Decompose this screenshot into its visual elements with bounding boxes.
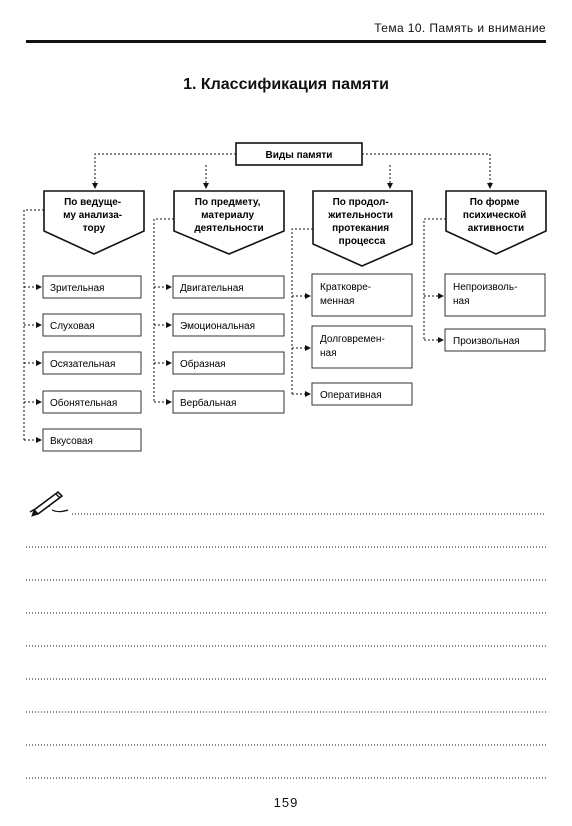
item-label: Зрительная xyxy=(50,283,104,294)
branch-connectors xyxy=(23,209,446,443)
item-label: Обонятельная xyxy=(50,397,117,409)
item-label: Образная xyxy=(180,358,226,370)
category-head-activity-line: материалу xyxy=(201,210,254,221)
running-header: Тема 10. Память и внимание xyxy=(374,21,546,35)
item-box: Обонятельная xyxy=(42,390,142,414)
category-head-duration-line: процесса xyxy=(339,236,386,247)
item-label: ная xyxy=(453,296,470,307)
svg-text:Кратковре- менная: Кратковре- менная xyxy=(320,282,374,307)
category-head-analyzer-line: По ведуще- xyxy=(64,197,121,208)
item-label: Слуховая xyxy=(50,321,95,332)
item-label: Непроизволь- xyxy=(453,282,517,293)
item-label: Долговремен- xyxy=(320,334,385,345)
item-box: Зрительная xyxy=(42,275,142,299)
svg-text:Непроизволь- ная: Непроизволь- ная xyxy=(453,282,520,307)
category-head-activity-line: По предмету, xyxy=(195,197,261,208)
category-head-psychic: По форме психической активности xyxy=(445,190,547,255)
item-box: Непроизволь- ная xyxy=(444,273,546,317)
item-label: Эмоциональная xyxy=(180,321,255,332)
item-label: менная xyxy=(320,296,354,307)
item-box: Произвольная xyxy=(444,328,546,352)
category-head-duration-line: жительности xyxy=(327,210,393,221)
svg-text:По предмету, материалу: По предмету, материалу деятельности xyxy=(194,197,263,234)
svg-text:По продол- жительности: По продол- жительности протекания процес… xyxy=(327,197,396,247)
item-box: Оперативная xyxy=(311,382,413,406)
svg-text:По форме психической: По форме психической активности xyxy=(463,196,529,234)
category-head-psychic-line: активности xyxy=(468,223,524,234)
svg-text:Долговремен- ная: Долговремен- ная xyxy=(320,334,388,359)
category-head-psychic-line: психической xyxy=(463,210,526,221)
item-box: Слуховая xyxy=(42,313,142,337)
item-label: Двигательная xyxy=(180,283,244,294)
root-connectors xyxy=(92,153,493,189)
item-label: Оперативная xyxy=(320,390,382,401)
section-title: 1. Классификация памяти xyxy=(183,76,389,93)
item-box: Образная xyxy=(172,351,285,375)
category-head-activity: По предмету, материалу деятельности xyxy=(173,190,285,255)
header-rule xyxy=(26,40,546,43)
category-head-analyzer-line: му анализа- xyxy=(63,210,122,221)
item-box: Вербальная xyxy=(172,390,285,414)
category-head-duration-line: протекания xyxy=(332,223,389,234)
root-node: Виды памяти xyxy=(235,142,363,166)
item-box: Эмоциональная xyxy=(172,313,285,337)
item-box: Вкусовая xyxy=(42,428,142,452)
category-head-duration: По продол- жительности протекания процес… xyxy=(312,190,413,267)
item-box: Долговремен- ная xyxy=(311,325,413,369)
item-label: Кратковре- xyxy=(320,282,371,293)
item-label: Вербальная xyxy=(180,397,236,409)
svg-text:По ведуще- му анализа-: По ведуще- му анализа- тору xyxy=(63,197,125,234)
item-box: Двигательная xyxy=(172,275,285,299)
item-label: Произвольная xyxy=(453,336,520,347)
pen-writing-icon xyxy=(29,490,69,517)
writing-lines xyxy=(26,513,546,779)
category-head-analyzer-line: тору xyxy=(83,223,106,234)
item-label: Осязательная xyxy=(50,359,115,370)
item-label: Вкусовая xyxy=(50,436,93,447)
page-number: 159 xyxy=(273,795,299,810)
item-box: Кратковре- менная xyxy=(311,273,413,317)
item-label: ная xyxy=(320,348,337,359)
root-node-label: Виды памяти xyxy=(266,150,333,161)
category-head-duration-line: По продол- xyxy=(333,197,389,208)
item-box: Осязательная xyxy=(42,351,142,375)
category-head-psychic-line: По форме xyxy=(470,196,520,208)
category-head-analyzer: По ведуще- му анализа- тору xyxy=(43,190,145,255)
category-head-activity-line: деятельности xyxy=(194,223,263,234)
